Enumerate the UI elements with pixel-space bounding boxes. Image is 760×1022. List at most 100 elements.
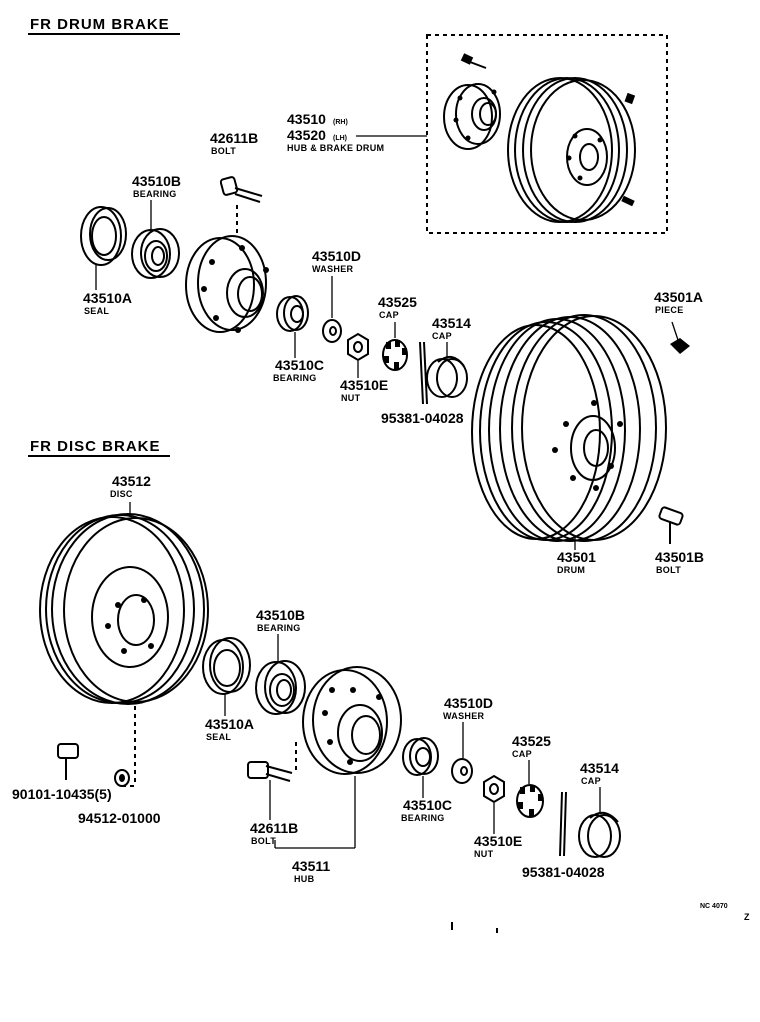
label-disc-bolt: 42611B BOLT (250, 780, 298, 846)
svg-text:NUT: NUT (341, 393, 361, 403)
disc-castle-cap-icon (516, 784, 544, 818)
label-drum-bolt: 42611B BOLT (210, 130, 258, 156)
svg-text:43514: 43514 (432, 315, 471, 331)
drum-bearing-icon (131, 228, 180, 279)
svg-text:43510B: 43510B (132, 173, 181, 189)
svg-text:42611B: 42611B (250, 820, 298, 836)
drum-hub-cap-icon (426, 355, 468, 398)
brake-disc-icon (39, 513, 209, 705)
svg-text:94512-01000: 94512-01000 (78, 810, 161, 826)
disc-inner-bearing-icon (402, 737, 439, 776)
svg-text:SEAL: SEAL (206, 732, 231, 742)
svg-text:CAP: CAP (512, 749, 532, 759)
disc-bearing-icon (255, 660, 306, 715)
disc-cotter-pin-icon (559, 791, 567, 857)
drum-piece-icon (670, 321, 690, 354)
svg-text:BOLT: BOLT (211, 146, 236, 156)
hub-and-brake-drum-assembly (426, 34, 668, 234)
svg-text:Z: Z (744, 912, 750, 922)
label-drum-castle-cap: 43525 CAP (378, 294, 417, 338)
disc-bolt-icon (247, 742, 297, 782)
label-disc-seal: 43510A SEAL (205, 694, 254, 742)
svg-text:43510E: 43510E (340, 377, 388, 393)
svg-text:43501: 43501 (557, 549, 596, 565)
svg-text:90101-10435(5): 90101-10435(5) (12, 786, 112, 802)
svg-text:43510C: 43510C (275, 357, 324, 373)
assembly-piece-icon (624, 92, 636, 105)
drum-section-header: FR DRUM BRAKE (28, 16, 180, 35)
drum-castle-cap-icon (382, 339, 408, 371)
brake-drum-icon (471, 314, 667, 542)
drum-nut-icon (347, 332, 369, 362)
disc-seal-icon (202, 637, 251, 695)
svg-text:43501B: 43501B (655, 549, 704, 565)
svg-text:95381-04028: 95381-04028 (381, 410, 464, 426)
svg-text:43501A: 43501A (654, 289, 703, 305)
label-drum-piece: 43501A PIECE (654, 289, 703, 315)
label-disc-washer: 43510D WASHER (443, 695, 493, 758)
disc-hub-cap-icon (578, 811, 621, 858)
svg-text:CAP: CAP (581, 776, 601, 786)
disc-small-washer-icon (114, 769, 130, 787)
disc-nut-icon (483, 774, 505, 804)
svg-text:CAP: CAP (432, 331, 452, 341)
label-disc-inner-bearing: 43510C BEARING (401, 776, 452, 823)
svg-text:BEARING: BEARING (273, 373, 317, 383)
assembly-hub-icon (443, 83, 501, 150)
assembly-bolt-icon (460, 53, 487, 69)
svg-text:CAP: CAP (379, 310, 399, 320)
svg-text:PIECE: PIECE (655, 305, 684, 315)
svg-text:42611B: 42611B (210, 130, 258, 146)
label-drum-hub-cap: 43514 CAP (432, 315, 471, 360)
label-drum-bearing: 43510B BEARING (132, 173, 181, 230)
svg-text:DISC: DISC (110, 489, 133, 499)
label-drum-bolt-43501b: 43501B BOLT (655, 549, 704, 575)
drum-inner-bearing-icon (276, 295, 309, 332)
disc-washer-icon (451, 758, 473, 784)
svg-text:FR DRUM BRAKE: FR DRUM BRAKE (30, 16, 170, 33)
label-disc-nut: 43510E NUT (474, 803, 522, 859)
drawing-code-footer: NC 4070 Z (451, 903, 750, 933)
svg-text:43510B: 43510B (256, 607, 305, 623)
svg-text:43510A: 43510A (205, 716, 254, 732)
svg-text:BEARING: BEARING (401, 813, 445, 823)
label-brake-disc: 43512 DISC (110, 473, 151, 517)
svg-text:(RH): (RH) (333, 119, 348, 126)
svg-text:BEARING: BEARING (133, 189, 177, 199)
svg-text:43525: 43525 (512, 733, 551, 749)
drum-cotter-pin-icon (419, 341, 428, 405)
svg-text:43510C: 43510C (403, 797, 452, 813)
svg-text:43510A: 43510A (83, 290, 132, 306)
svg-text:43514: 43514 (580, 760, 619, 776)
svg-text:(LH): (LH) (333, 135, 347, 142)
disc-section-header: FR DISC BRAKE (28, 438, 170, 457)
assembly-drum-bolt-icon (621, 195, 635, 207)
svg-text:NC 4070: NC 4070 (700, 903, 728, 910)
svg-text:43512: 43512 (112, 473, 151, 489)
label-disc-castle-cap: 43525 CAP (512, 733, 551, 784)
svg-text:43525: 43525 (378, 294, 417, 310)
svg-text:SEAL: SEAL (84, 306, 109, 316)
svg-text:43510E: 43510E (474, 833, 522, 849)
label-drum-inner-bearing: 43510C BEARING (273, 332, 324, 383)
label-disc-screw: 90101-10435(5) (12, 786, 112, 802)
label-drum-washer: 43510D WASHER (312, 248, 361, 318)
disc-screw-icon (57, 743, 79, 780)
svg-text:FR DISC BRAKE: FR DISC BRAKE (30, 438, 161, 455)
svg-text:95381-04028: 95381-04028 (522, 864, 605, 880)
svg-text:BOLT: BOLT (656, 565, 681, 575)
svg-text:BEARING: BEARING (257, 623, 301, 633)
svg-text:DRUM: DRUM (557, 565, 585, 575)
drum-hub-icon (185, 235, 269, 333)
svg-text:43510D: 43510D (312, 248, 361, 264)
label-disc-hub: 43511 HUB (274, 776, 356, 884)
svg-text:43510D: 43510D (444, 695, 493, 711)
svg-text:43511: 43511 (292, 858, 330, 874)
label-drum-cotter-pin: 95381-04028 (381, 410, 464, 426)
drum-bolt-42611b-icon (219, 176, 263, 236)
svg-text:HUB: HUB (294, 874, 315, 884)
label-disc-bearing: 43510B BEARING (256, 607, 305, 662)
svg-text:43520: 43520 (287, 127, 326, 143)
